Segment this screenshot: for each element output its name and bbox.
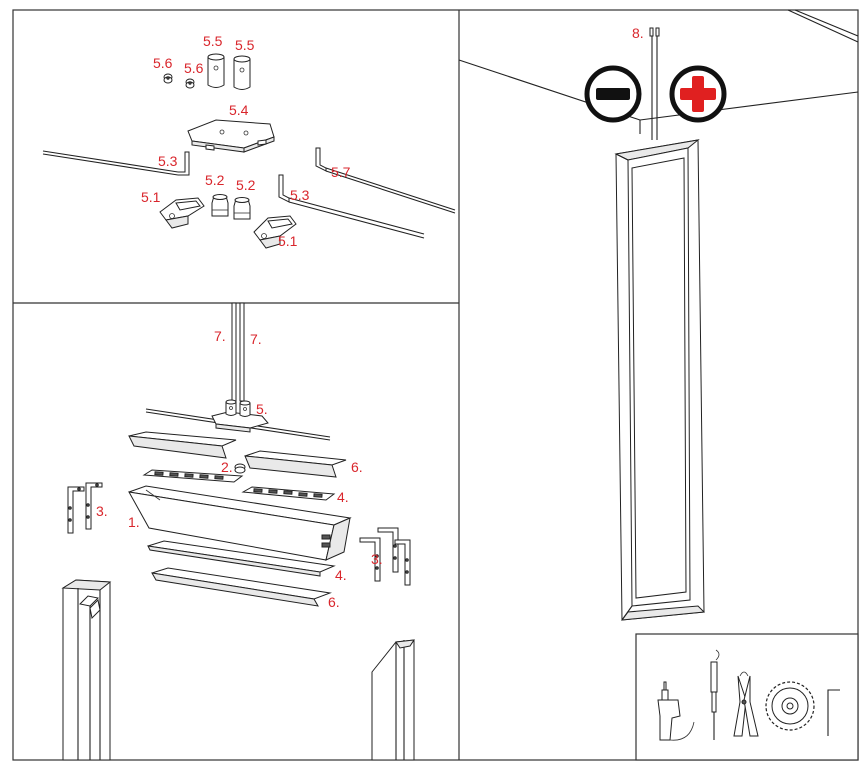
part-3-brackets-right — [359, 527, 411, 586]
label-4-b: 4. — [335, 567, 347, 583]
label-6-b: 6. — [328, 594, 340, 610]
hex-key-icon — [827, 689, 840, 736]
label-5-3-b: 5.3 — [290, 187, 310, 203]
tools-box — [635, 633, 859, 761]
label-6-a: 6. — [351, 459, 363, 475]
vertical-profile-left — [61, 579, 112, 761]
part-5-6-nut-a — [163, 73, 173, 84]
label-5-7: 5.7 — [331, 164, 351, 180]
part-5-3-wire-right — [278, 174, 425, 239]
part-2-ring — [234, 463, 246, 474]
drill-icon — [657, 681, 695, 741]
label-5-5-a: 5.5 — [203, 33, 223, 49]
part-5-6-nut-b — [185, 78, 195, 89]
label-5-2-b: 5.2 — [236, 177, 256, 193]
part-5-4-plate — [187, 119, 275, 153]
part-5-clip-assembly — [145, 399, 331, 441]
vertical-profile-right — [371, 639, 416, 761]
right-panel — [458, 9, 859, 761]
label-5-5-b: 5.5 — [235, 37, 255, 53]
label-3-b: 3. — [371, 551, 383, 567]
part-5-2-block-a — [211, 194, 229, 217]
part-3-brackets-left — [67, 482, 103, 534]
part-5-5-cylinder-a — [207, 53, 225, 88]
part-1-profile — [128, 485, 352, 561]
circular-saw-blade-icon — [765, 681, 815, 731]
wire-cutter-icon — [733, 671, 759, 737]
part-6-cover-left — [128, 431, 237, 459]
label-5-4: 5.4 — [229, 102, 249, 118]
label-5: 5. — [256, 401, 268, 417]
part-5-1-clip-right — [253, 215, 297, 249]
part-5-2-block-b — [233, 197, 251, 220]
top-left-panel — [42, 53, 456, 249]
label-8: 8. — [632, 25, 644, 41]
part-4-diffuser — [147, 540, 336, 577]
part-7-rods — [231, 302, 245, 402]
label-5-2-a: 5.2 — [205, 172, 225, 188]
part-4-led-strip-left — [142, 469, 244, 483]
bottom-left-panel — [61, 302, 416, 761]
label-5-1-b: 5.1 — [278, 233, 298, 249]
label-1: 1. — [128, 514, 140, 530]
part-5-5-cylinder-b — [233, 55, 251, 90]
part-5-7-wire — [315, 147, 456, 214]
label-7-b: 7. — [250, 331, 262, 347]
label-5-1-a: 5.1 — [141, 189, 161, 205]
hanging-wires — [649, 27, 660, 140]
label-2: 2. — [221, 459, 233, 475]
panel-frames — [12, 9, 859, 761]
label-5-6-a: 5.6 — [153, 55, 173, 71]
label-3-a: 3. — [96, 503, 108, 519]
minus-icon — [584, 65, 642, 123]
part-6-cover-right — [244, 450, 347, 478]
soldering-iron-icon — [710, 649, 720, 740]
label-7-a: 7. — [214, 328, 226, 344]
part-5-1-clip-left — [159, 197, 205, 229]
top-left-labels: 5.5 5.5 5.6 5.6 5.4 5.3 5.7 5.2 5.2 5.1 … — [141, 33, 351, 249]
part-5-3-wire-left — [42, 150, 190, 176]
plus-icon — [669, 65, 727, 123]
label-5-3-a: 5.3 — [158, 153, 178, 169]
label-4-a: 4. — [337, 489, 349, 505]
pendant-fixture — [614, 139, 706, 621]
label-5-6-b: 5.6 — [184, 60, 204, 76]
bottom-left-labels: 7. 7. 5. 2. 6. 4. 3. 1. 3. 4. 6. — [96, 328, 383, 610]
part-4-led-strip-right — [241, 486, 336, 501]
part-6-end-cover — [151, 567, 332, 607]
